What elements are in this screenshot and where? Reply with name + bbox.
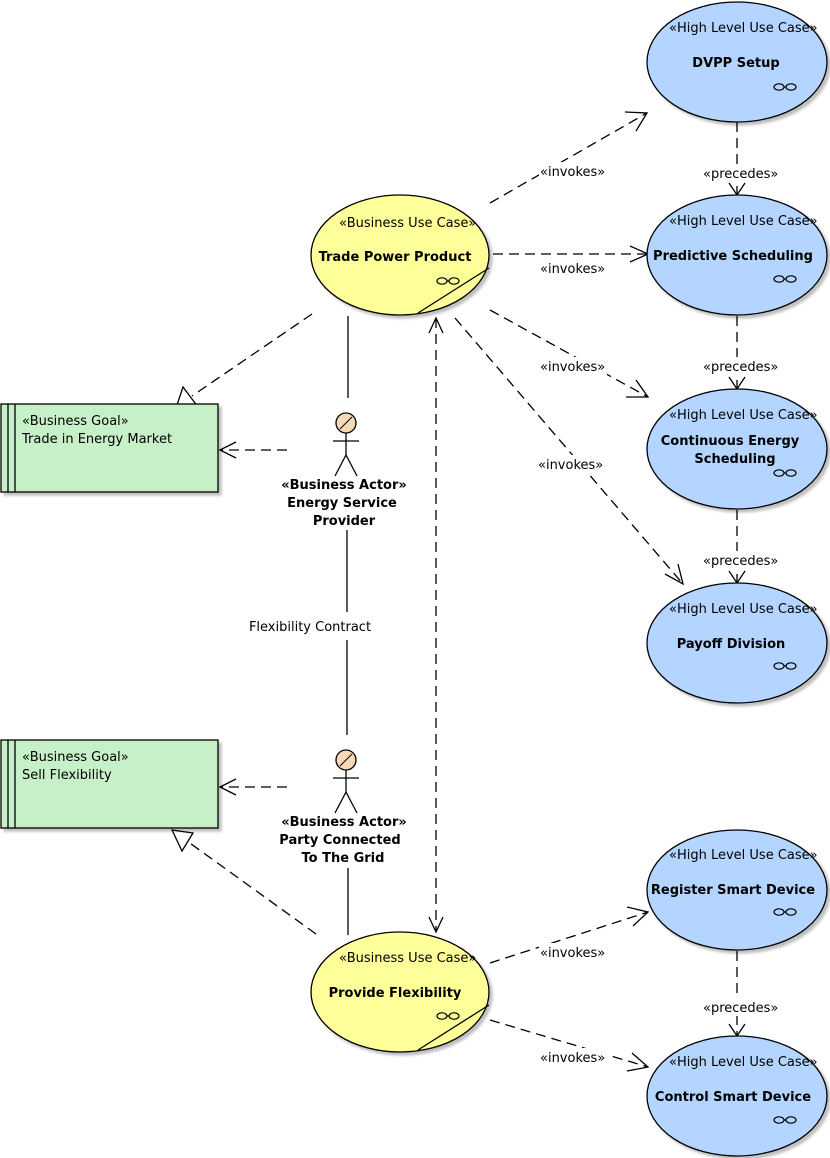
use-case-name-line1: Continuous Energy [661,434,800,449]
invokes-label: «invokes» [540,946,605,961]
invokes-edge-control[interactable] [489,1019,649,1068]
use-case-stereotype: «High Level Use Case» [669,848,818,863]
use-case-name: Control Smart Device [655,1090,811,1105]
precedes-label: «precedes» [703,554,778,569]
arrowhead-icon [626,1052,650,1072]
arrowhead-icon [626,906,650,927]
invokes-label: «invokes» [540,1051,605,1066]
invokes-label: «invokes» [540,262,605,277]
chain-link-icon [773,83,797,91]
use-case-stereotype: «High Level Use Case» [669,1055,818,1070]
use-case-name-line2: Scheduling [694,452,775,467]
high-level-use-case-continuous-energy-scheduling[interactable]: «High Level Use Case» Continuous Energy … [646,388,828,510]
business-actor-energy-service-provider[interactable]: «Business Actor» Energy Service Provider [281,412,407,529]
business-goal-sell-flexibility[interactable]: «Business Goal» Sell Flexibility [0,739,219,829]
actor-name-line2: Provider [313,514,376,529]
business-use-case-trade-power-product[interactable]: «Business Use Case» Trade Power Product [310,194,490,316]
business-use-case-name: Trade Power Product [319,250,472,265]
invokes-edge-continuous[interactable] [489,309,649,398]
high-level-use-case-predictive-scheduling[interactable]: «High Level Use Case» Predictive Schedul… [646,194,828,316]
high-level-use-case-payoff-division[interactable]: «High Level Use Case» Payoff Division [646,582,828,704]
stick-figure-icon [333,412,359,477]
use-case-name: DVPP Setup [692,56,779,71]
chain-link-icon [773,469,797,477]
actor-name-line1: Energy Service [287,496,397,511]
chain-link-icon [436,1012,460,1020]
chain-link-icon [773,1116,797,1124]
arrowhead-icon [626,379,650,398]
triangle-arrowhead-icon [170,829,195,853]
realization-edge-trade-goal[interactable] [191,313,313,397]
use-case-stereotype: «High Level Use Case» [669,408,818,423]
actor-name-line1: Party Connected [279,833,400,848]
arrowhead-icon [218,778,237,796]
actor-name-line2: To The Grid [302,851,385,866]
realization-edge-sell-goal[interactable] [186,840,317,935]
use-case-stereotype: «High Level Use Case» [669,602,818,617]
chain-link-icon [436,277,460,285]
precedes-label: «precedes» [703,360,778,375]
arrowhead-icon [664,563,684,586]
business-actor-party-connected-to-the-grid[interactable]: «Business Actor» Party Connected To The … [279,749,407,866]
use-case-name: Predictive Scheduling [653,249,813,264]
stick-figure-icon [333,749,359,814]
chain-link-icon [773,908,797,916]
business-goal-trade-in-energy-market[interactable]: «Business Goal» Trade in Energy Market [0,403,219,493]
actor-stereotype: «Business Actor» [281,478,407,493]
arrowhead-icon [624,111,649,132]
arrowhead-icon [428,916,444,934]
use-case-stereotype: «High Level Use Case» [669,21,818,36]
invokes-label: «invokes» [540,360,605,375]
arrowhead-icon [218,441,237,459]
business-goal-stereotype: «Business Goal» [22,750,129,765]
business-use-case-provide-flexibility[interactable]: «Business Use Case» Provide Flexibility [310,931,490,1053]
business-goal-name: Trade in Energy Market [21,432,172,447]
use-case-stereotype: «High Level Use Case» [669,214,818,229]
invokes-label: «invokes» [538,458,603,473]
invokes-edge-register[interactable] [489,911,649,964]
invokes-label: «invokes» [540,165,605,180]
high-level-use-case-dvpp-setup[interactable]: «High Level Use Case» DVPP Setup [646,1,828,123]
business-goal-stereotype: «Business Goal» [22,414,129,429]
business-use-case-stereotype: «Business Use Case» [339,951,476,966]
precedes-label: «precedes» [703,167,778,182]
invokes-edge-payoff[interactable] [454,317,684,585]
connectors [170,111,746,1072]
chain-link-icon [773,662,797,670]
business-goal-name: Sell Flexibility [22,768,112,783]
chain-link-icon [773,275,797,283]
precedes-label: «precedes» [703,1001,778,1016]
high-level-use-case-control-smart-device[interactable]: «High Level Use Case» Control Smart Devi… [646,1035,828,1157]
use-case-name: Register Smart Device [651,883,815,898]
business-use-case-name: Provide Flexibility [329,986,462,1001]
actor-stereotype: «Business Actor» [281,815,407,830]
invokes-edge-dvpp[interactable] [489,112,648,204]
edge-labels: «invokes» «invokes» «invokes» «invokes» … [249,162,780,1066]
flexibility-contract-label: Flexibility Contract [249,620,371,635]
arrowhead-icon [428,316,444,334]
high-level-use-case-register-smart-device[interactable]: «High Level Use Case» Register Smart Dev… [646,829,828,951]
business-use-case-stereotype: «Business Use Case» [339,216,476,231]
use-case-name: Payoff Division [677,637,786,652]
